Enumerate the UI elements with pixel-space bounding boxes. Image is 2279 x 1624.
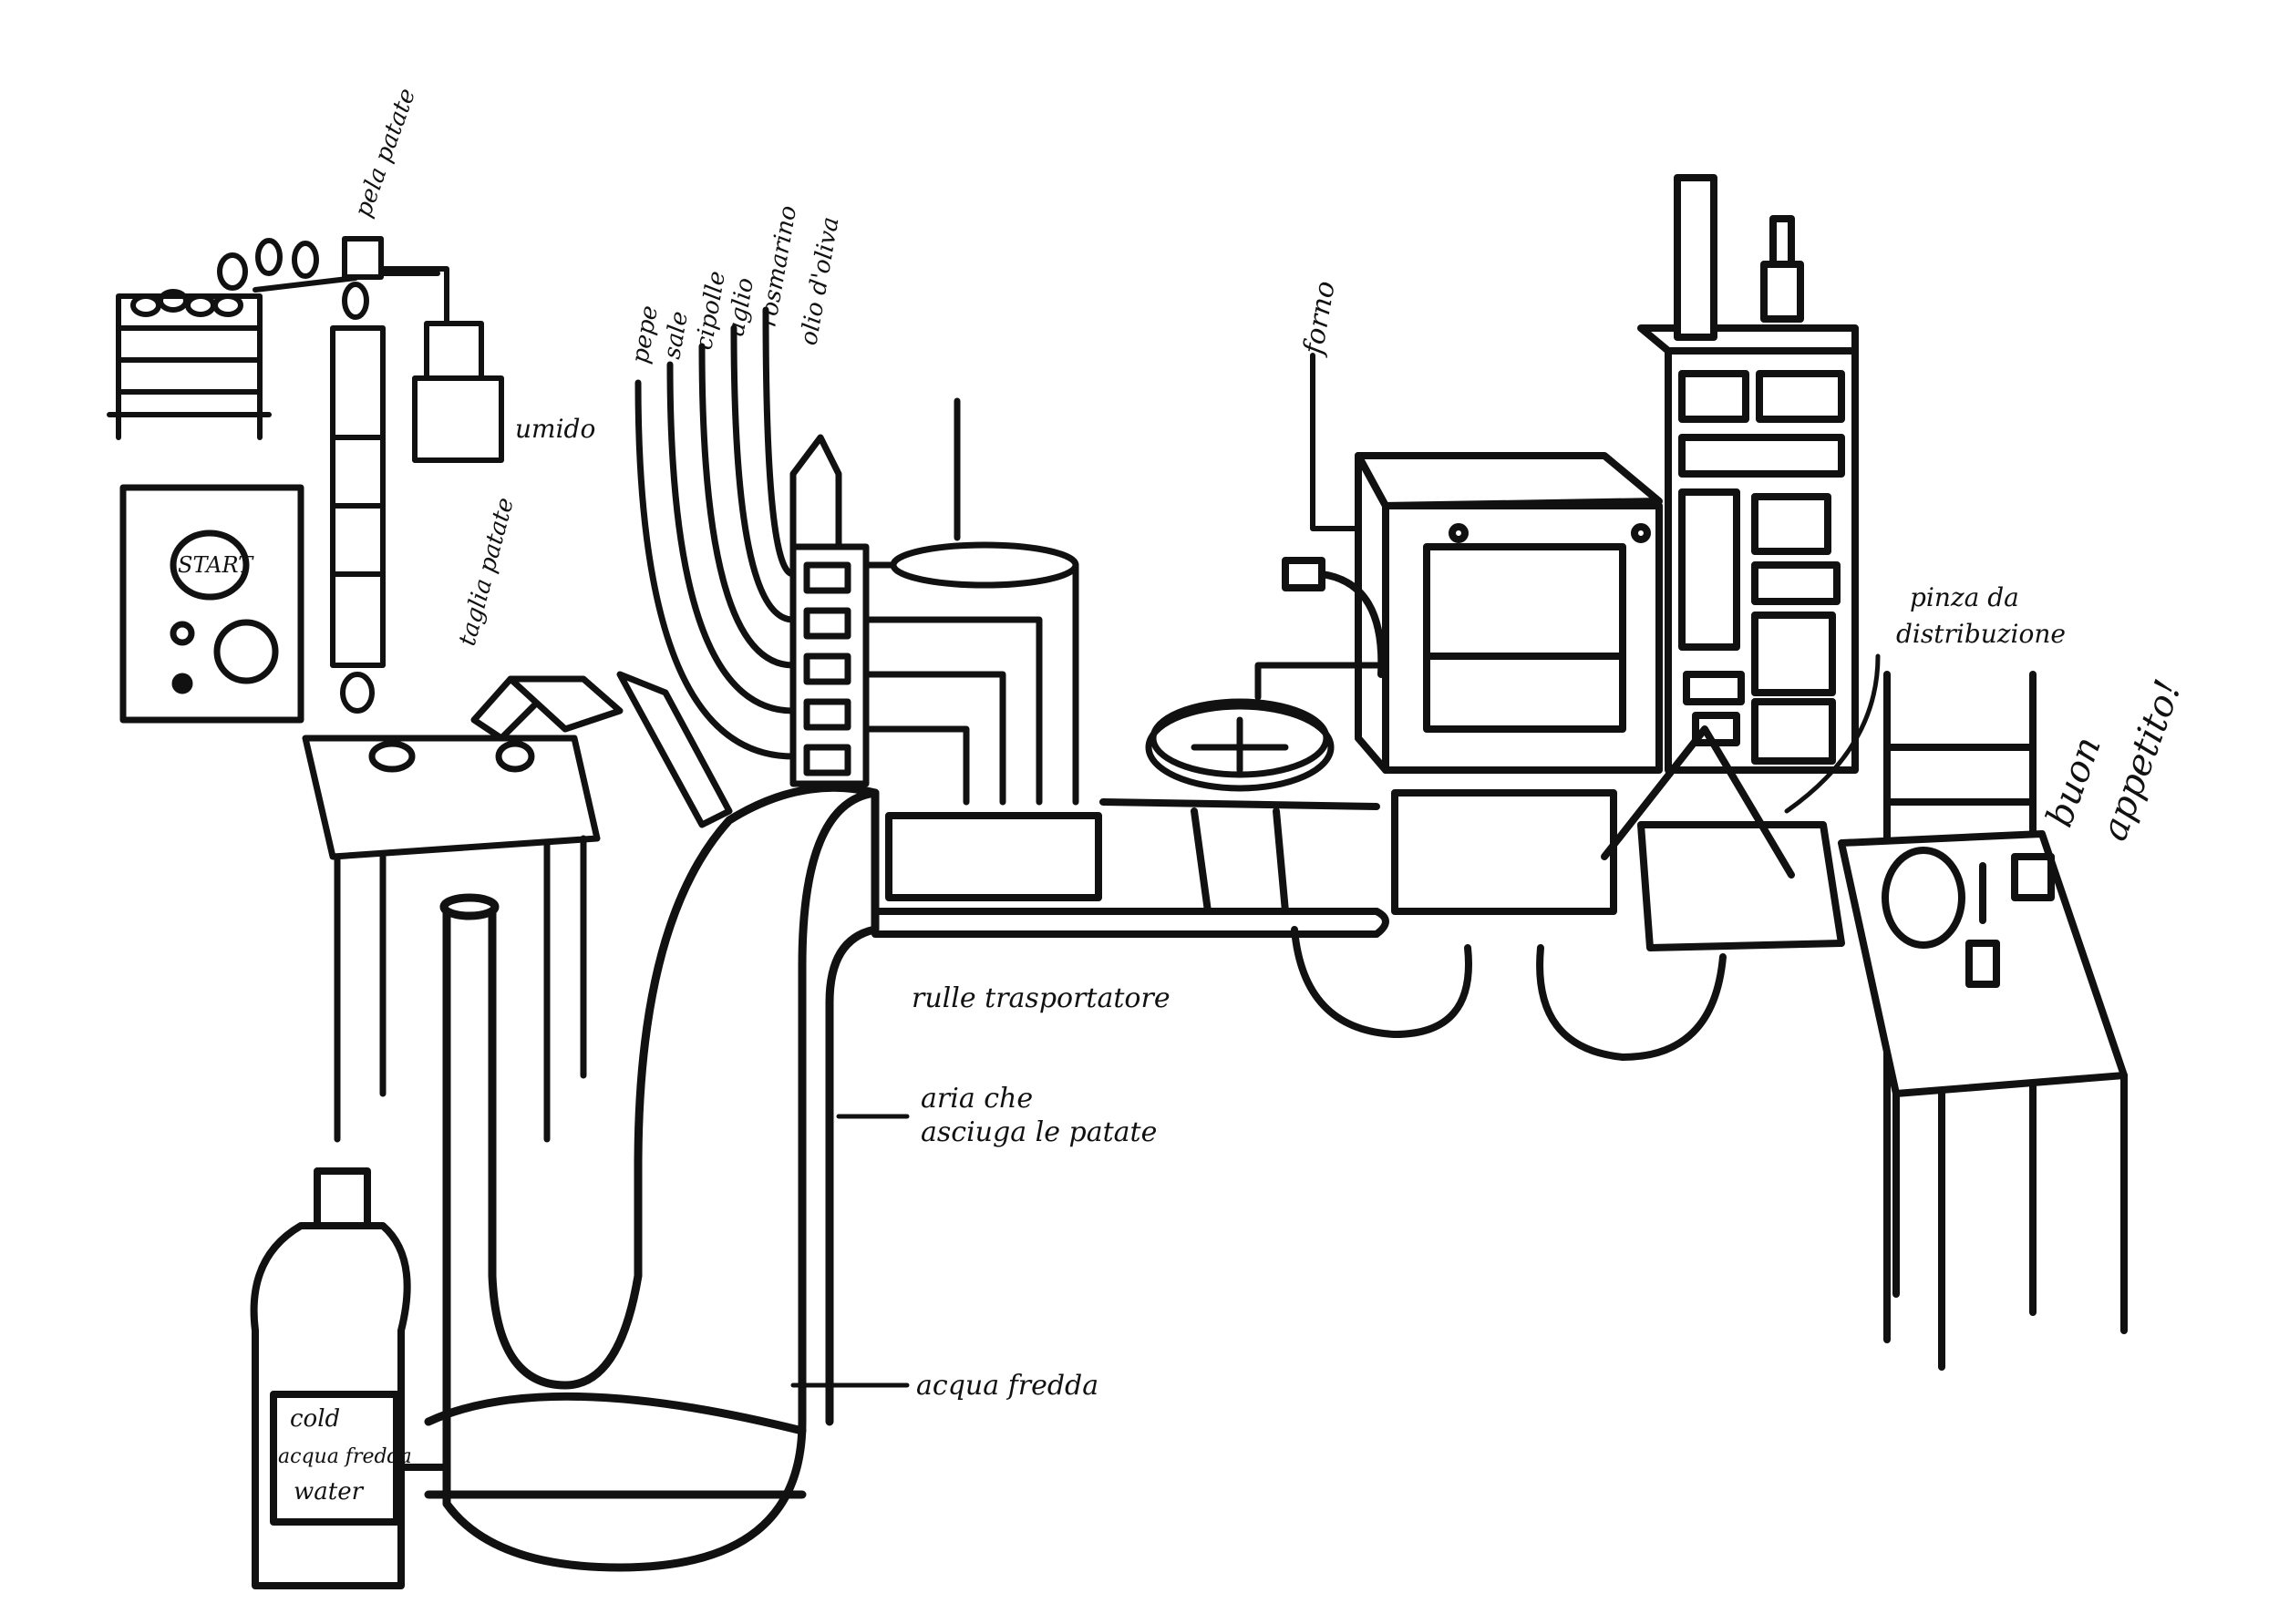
aria-label-2: asciuga le patate <box>921 1116 1157 1148</box>
oven <box>1282 452 1663 774</box>
potato-column <box>330 282 386 714</box>
dryer-hood <box>862 397 1079 806</box>
sale-label: sale <box>658 309 694 361</box>
appetito-label: appetito! <box>2093 674 2190 846</box>
bottle-acqua-fredda-label: acqua fredda <box>278 1445 412 1468</box>
aria-label: aria che <box>921 1083 1033 1115</box>
potato-peeler <box>342 236 504 463</box>
cipolle-label: cipolle <box>690 269 731 352</box>
serving-tray <box>1601 725 1845 951</box>
taglia-patate-label: taglia patate <box>454 495 520 649</box>
forno-label: forno <box>1297 279 1342 359</box>
umido-label: umido <box>515 414 595 444</box>
cold-water-bottle <box>250 1167 450 1589</box>
control-panel <box>119 484 304 724</box>
pinza-label: pinza da <box>1910 582 2019 612</box>
olio-label: olio d'oliva <box>795 215 844 348</box>
dining-table <box>1838 830 2128 1371</box>
forno-arrow <box>1310 353 1361 531</box>
start-button-label: START <box>178 552 254 578</box>
kitchen-cabinet <box>1637 174 1859 774</box>
drying-pipe <box>424 783 880 1572</box>
conveyor-belt <box>871 798 1389 938</box>
pinza-label-2: distribuzione <box>1896 619 2066 649</box>
bottle-cold-label: cold <box>290 1405 340 1433</box>
acqua-fredda-label: acqua fredda <box>916 1370 1098 1402</box>
rosmarino-label: rosmarino <box>754 203 802 329</box>
cutting-table <box>302 671 733 1143</box>
fan <box>1145 662 1389 792</box>
bottle-water-label: water <box>294 1478 365 1506</box>
pinza-arrow <box>1784 653 1881 814</box>
seasoning-bin <box>1291 789 1727 1061</box>
potato-crate <box>107 238 358 440</box>
rulle-label: rulle trasportatore <box>912 982 1170 1014</box>
seasoning-dispensers <box>634 306 870 787</box>
pela-patate-label: pela patate <box>349 85 421 221</box>
